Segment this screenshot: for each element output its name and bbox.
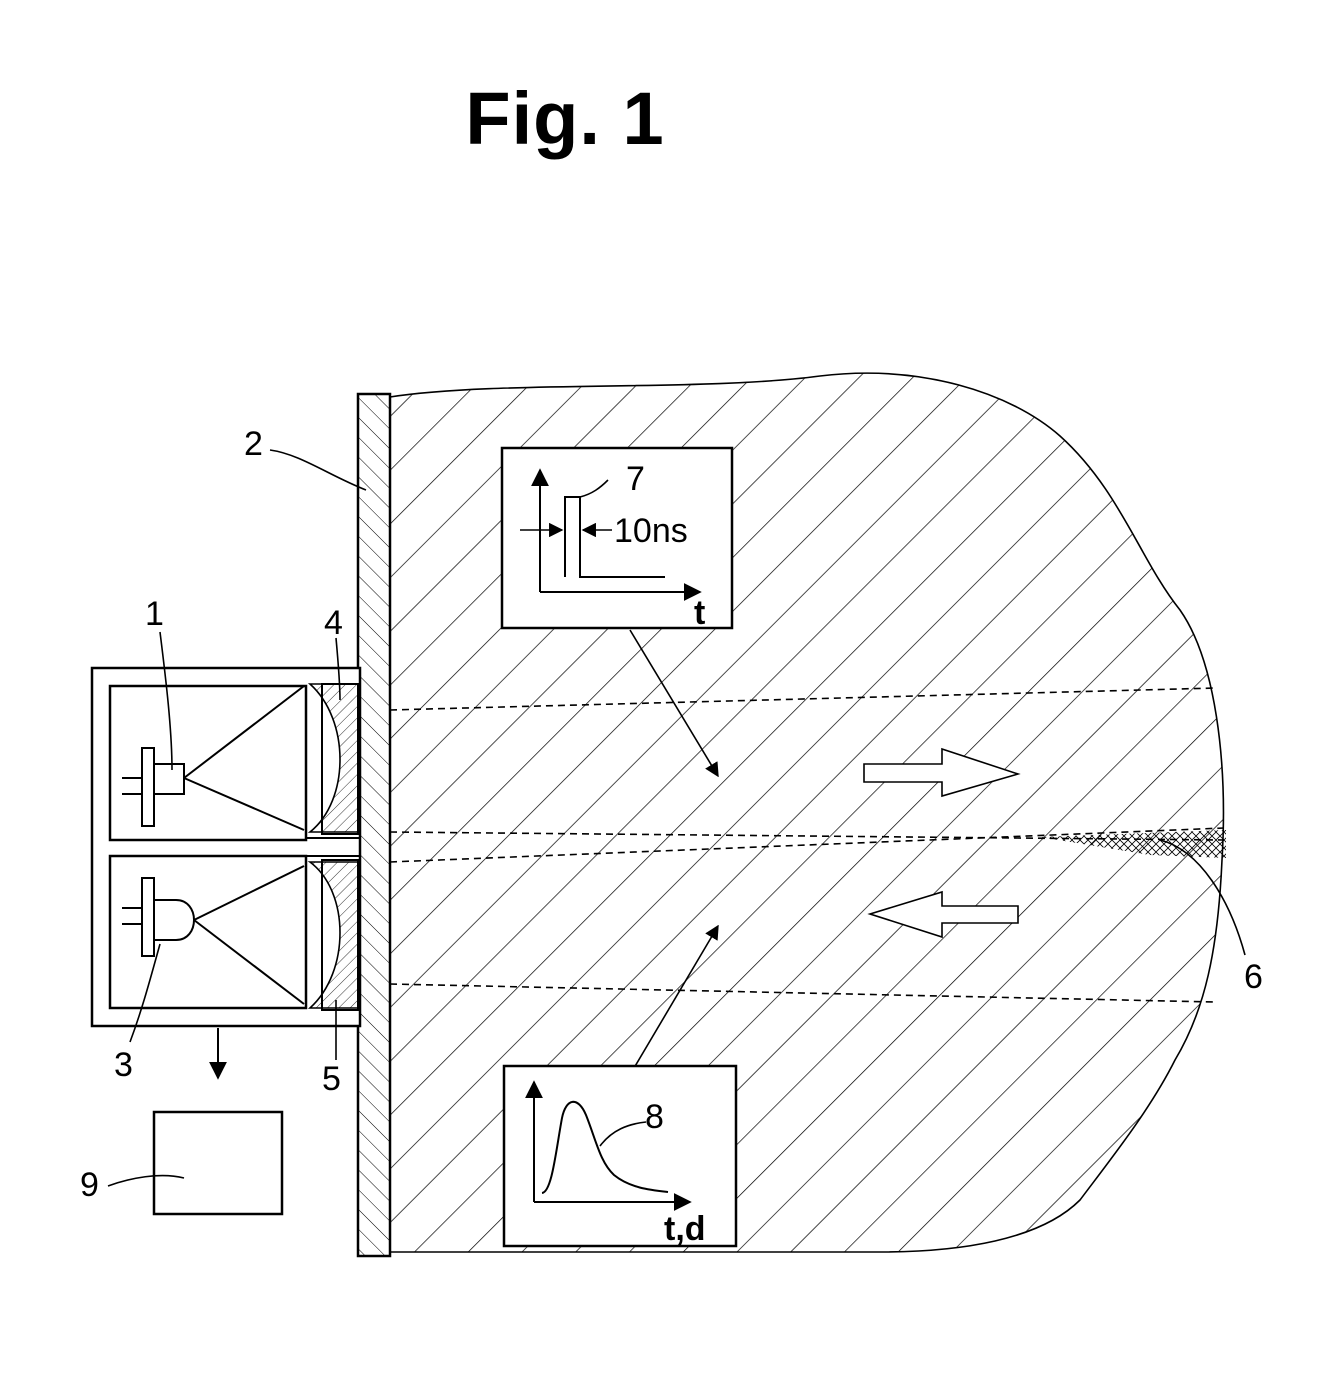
pulse-width-label: 10ns <box>614 512 688 550</box>
evaluation-unit-9 <box>154 1112 282 1214</box>
response-axis-label: t,d <box>664 1210 706 1248</box>
ref-label-7: 7 <box>626 460 645 498</box>
ref-label-3: 3 <box>114 1046 133 1084</box>
ref-label-2: 2 <box>244 425 263 463</box>
ref-label-8: 8 <box>645 1098 664 1136</box>
window-wall <box>358 394 390 1256</box>
sensor-housing <box>92 668 360 1026</box>
ref-label-4: 4 <box>324 604 343 642</box>
pulse-axis-label: t <box>694 594 705 632</box>
ref-label-1: 1 <box>145 595 164 633</box>
ref-label-6: 6 <box>1244 958 1263 996</box>
ref-label-5: 5 <box>322 1060 341 1098</box>
ref-label-9: 9 <box>80 1166 99 1204</box>
